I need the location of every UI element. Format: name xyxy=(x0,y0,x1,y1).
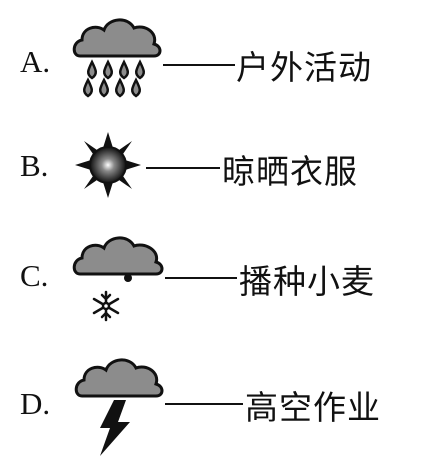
option-a: A. 户外活动 xyxy=(0,0,446,100)
thunderstorm-icon xyxy=(74,358,164,456)
option-letter: A. xyxy=(20,44,51,79)
option-activity: 播种小麦 xyxy=(239,262,375,301)
sun-icon xyxy=(75,132,141,198)
snow-icon xyxy=(72,236,164,322)
dash-line xyxy=(163,64,235,66)
dash-line xyxy=(165,277,237,279)
dash-line xyxy=(165,403,243,405)
option-d: D. 高空作业 xyxy=(0,340,446,456)
option-letter: B. xyxy=(20,148,49,183)
rain-icon xyxy=(72,18,162,98)
option-letter: D. xyxy=(20,386,51,421)
option-c: C. 播种小麦 xyxy=(0,220,446,322)
option-activity: 高空作业 xyxy=(245,388,381,427)
dash-line xyxy=(146,167,220,169)
option-activity: 晾晒衣服 xyxy=(222,152,358,191)
option-letter: C. xyxy=(20,258,49,293)
option-b: B. 晾晒衣服 xyxy=(0,110,446,210)
option-activity: 户外活动 xyxy=(236,48,372,87)
